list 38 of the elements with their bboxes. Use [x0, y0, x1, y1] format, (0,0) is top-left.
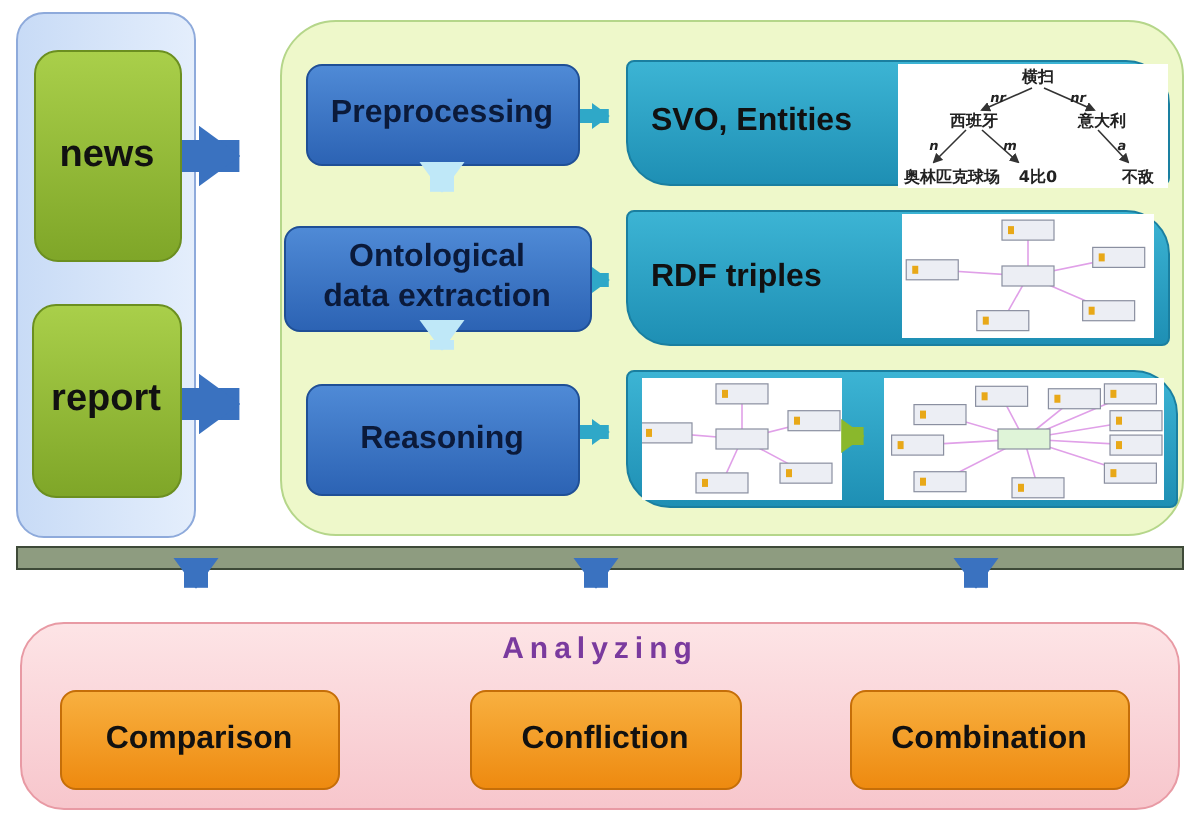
arrow: [591, 266, 610, 294]
method-box: Confliction: [469, 689, 741, 789]
source-box: news: [33, 49, 181, 261]
method-box: Combination: [849, 689, 1129, 789]
panel: [625, 369, 1177, 507]
panel-heading: SVO, Entities: [651, 104, 852, 140]
arrow: [841, 418, 865, 454]
arrow: [182, 373, 241, 435]
panel-heading: Analyzing: [502, 632, 698, 666]
source-box: report: [31, 303, 181, 497]
process-box: Preprocessing: [305, 63, 579, 165]
graph-picture: [642, 378, 842, 500]
arrow: [953, 557, 999, 589]
panel: [280, 20, 1184, 536]
arrow: [580, 418, 610, 446]
tree-word: 西班牙: [950, 112, 998, 130]
method-box: Comparison: [59, 689, 339, 789]
panel: [20, 622, 1180, 810]
arrow: [419, 161, 465, 193]
tree-word: 不敌: [1122, 168, 1154, 186]
result-panel: [625, 209, 1169, 345]
arrow: [580, 102, 610, 130]
process-box: Ontological data extraction: [283, 225, 591, 331]
tree-word: 4比0: [1018, 168, 1058, 186]
arrow: [419, 319, 465, 351]
tree-word: 意大利: [1078, 112, 1126, 130]
panel-heading: RDF triples: [651, 259, 822, 295]
arrow: [182, 125, 241, 187]
graph-picture: [884, 378, 1164, 500]
bar: [16, 546, 1184, 570]
panel: [16, 12, 196, 538]
process-box: Reasoning: [305, 383, 579, 495]
arrow: [573, 557, 619, 589]
graph-picture: [902, 214, 1154, 338]
tree-word: 横扫: [1022, 68, 1054, 86]
arrow: [173, 557, 219, 589]
tree-word: 奥林匹克球场: [904, 168, 1000, 186]
result-panel: [625, 59, 1169, 185]
